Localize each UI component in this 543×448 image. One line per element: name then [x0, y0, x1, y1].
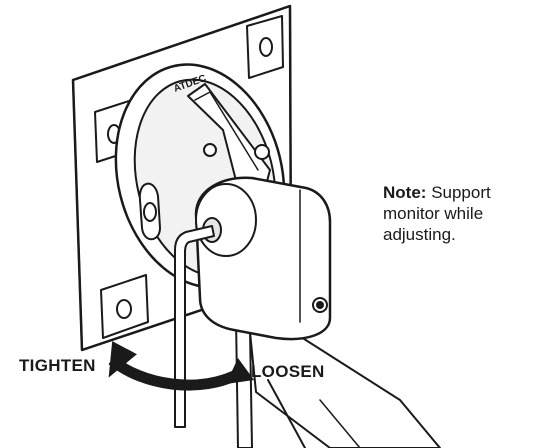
note-text: Support monitor while adjusting. [383, 183, 491, 244]
loosen-label: LOOSEN [251, 362, 325, 381]
note-callout: Note: Support monitor while adjusting. [383, 182, 543, 245]
arm-housing [194, 176, 441, 448]
plate-slot-top-right [246, 15, 284, 79]
note-prefix: Note: [383, 183, 427, 202]
plate-slot-bottom-left [100, 274, 149, 339]
rotation-arrow-icon [108, 341, 254, 391]
tighten-label: TIGHTEN [19, 356, 96, 375]
allen-key [174, 225, 215, 428]
